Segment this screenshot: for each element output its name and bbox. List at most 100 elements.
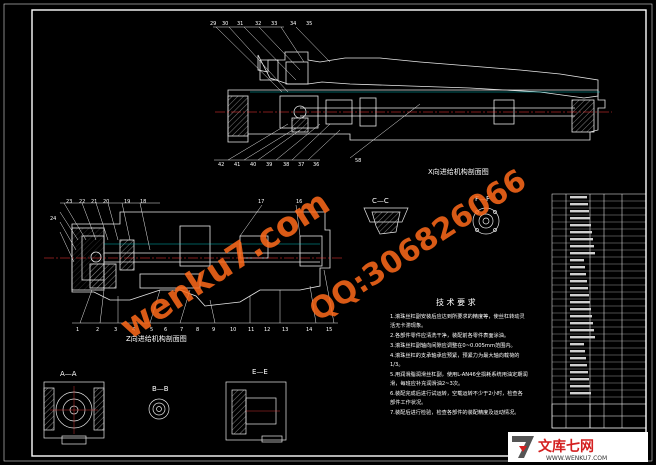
- section-ff-label: F—F: [475, 195, 490, 203]
- leader-number: 10: [230, 327, 236, 333]
- leader-number: 18: [140, 199, 146, 205]
- parts-cell-mark: [570, 343, 584, 346]
- leader-number: 30: [222, 21, 228, 27]
- z-feed-assembly-view: [71, 211, 331, 307]
- leader-number: 21: [91, 199, 97, 205]
- leader-number: 6: [164, 327, 167, 333]
- parts-list-rows: [552, 196, 646, 398]
- leader-number: 40: [250, 162, 256, 168]
- leader-number: 5: [150, 327, 153, 333]
- leader-number: 35: [306, 21, 312, 27]
- parts-cell-mark: [570, 371, 588, 374]
- leader-number: 31: [237, 21, 243, 27]
- x-view-title: X向进给机构剖面图: [428, 167, 489, 176]
- leader-number: 17: [258, 199, 264, 205]
- requirement-line: 活无卡滞现象。: [390, 321, 426, 329]
- leader-number: 34: [290, 21, 296, 27]
- leader-number: 37: [298, 162, 304, 168]
- section-cc-view: [363, 207, 409, 235]
- section-ee-view: [225, 381, 287, 443]
- leader-number: 33: [271, 21, 277, 27]
- section-ff-view: [472, 207, 500, 235]
- leader-number: 29: [210, 21, 216, 27]
- section-cc-label: C—C: [372, 197, 389, 205]
- parts-cell-mark: [570, 336, 595, 339]
- leader-number: 8: [196, 327, 199, 333]
- requirement-line: 3.滚珠丝杠副轴向间隙应调整在0~0.005mm范围内。: [390, 341, 516, 349]
- parts-cell-mark: [570, 294, 589, 297]
- section-bb-view: [148, 398, 170, 420]
- parts-cell-mark: [570, 364, 587, 367]
- z-view-title: Z向进给机构剖面图: [126, 334, 187, 343]
- parts-cell-mark: [570, 210, 589, 213]
- leader-number: 3: [114, 327, 117, 333]
- logo-seven-icon: [512, 436, 534, 458]
- leader-number: 42: [218, 162, 224, 168]
- leader-number: 36: [313, 162, 319, 168]
- parts-cell-mark: [570, 322, 593, 325]
- parts-cell-mark: [570, 266, 585, 269]
- parts-cell-mark: [570, 357, 586, 360]
- leader-number: 20: [103, 199, 109, 205]
- parts-cell-mark: [570, 287, 588, 290]
- requirement-line: 6.装配完成后进行试运转，空载运转不少于2小时，检查各: [390, 389, 524, 397]
- leader-number: 12: [264, 327, 270, 333]
- leader-number: 2: [96, 327, 99, 333]
- leader-number: 11: [248, 327, 254, 333]
- leader-number: 1: [76, 327, 79, 333]
- parts-cell-mark: [570, 392, 591, 395]
- section-aa-label: A—A: [60, 370, 77, 378]
- parts-cell-mark: [570, 231, 592, 234]
- parts-cell-mark: [570, 301, 590, 304]
- requirement-line: 5.用润滑脂润滑丝杠副，使用L-AN46全损耗系统用油定期润: [390, 370, 528, 378]
- parts-cell-mark: [570, 259, 584, 262]
- leader-number: 39: [266, 162, 272, 168]
- requirement-line: 部件工作状况。: [390, 398, 426, 406]
- x-feed-assembly-view: [227, 51, 606, 143]
- site-logo: 文库七网 WWW.WENKU7.COM: [508, 432, 648, 462]
- leader-number: 15: [326, 327, 332, 333]
- leader-number: 23: [66, 199, 72, 205]
- parts-cell-mark: [570, 329, 594, 332]
- leader-number: 7: [180, 327, 183, 333]
- leader-number: 41: [234, 162, 240, 168]
- leader-number: 22: [79, 199, 85, 205]
- section-aa-view: [43, 381, 105, 445]
- leader-number: 4: [132, 327, 135, 333]
- leader-number: 16: [296, 199, 302, 205]
- parts-cell-mark: [570, 252, 595, 255]
- requirement-line: 1.滚珠丝杠副安装后应达到所要求的精度等，使丝杠转动灵: [390, 312, 525, 320]
- parts-cell-mark: [570, 385, 590, 388]
- parts-cell-mark: [570, 315, 592, 318]
- x-feed-leader-lines: [213, 26, 421, 161]
- z-feed-leader-lines: [59, 202, 338, 324]
- parts-cell-mark: [570, 224, 591, 227]
- parts-cell-mark: [570, 238, 593, 241]
- requirement-line: 7.装配后进行检验，检查各部件的装配精度及运动情况。: [390, 408, 519, 416]
- leader-number: 38: [283, 162, 289, 168]
- parts-cell-mark: [570, 280, 587, 283]
- logo-url: WWW.WENKU7.COM: [546, 455, 607, 462]
- parts-cell-mark: [570, 378, 589, 381]
- parts-cell-mark: [570, 217, 590, 220]
- leader-number: 14: [306, 327, 312, 333]
- title-block: [551, 403, 647, 429]
- parts-cell-mark: [570, 308, 591, 311]
- section-ee-label: E—E: [252, 368, 268, 376]
- parts-cell-mark: [570, 196, 587, 199]
- parts-cell-mark: [570, 245, 594, 248]
- leader-number: 9: [212, 327, 215, 333]
- leader-number: 32: [255, 21, 261, 27]
- leader-number: 24: [50, 216, 56, 222]
- parts-cell-mark: [570, 273, 586, 276]
- leader-number: 19: [124, 199, 130, 205]
- leader-number: 58: [355, 158, 361, 164]
- requirement-line: 4.滚珠丝杠的支承轴承应预紧，预紧力为最大轴向载荷的: [390, 351, 519, 359]
- parts-cell-mark: [570, 350, 585, 353]
- leader-number: 13: [282, 327, 288, 333]
- requirements-title: 技 术 要 求: [436, 297, 476, 307]
- requirement-line: 滑，每班应补充润滑油2~3次。: [390, 379, 463, 387]
- section-bb-label: B—B: [152, 385, 169, 393]
